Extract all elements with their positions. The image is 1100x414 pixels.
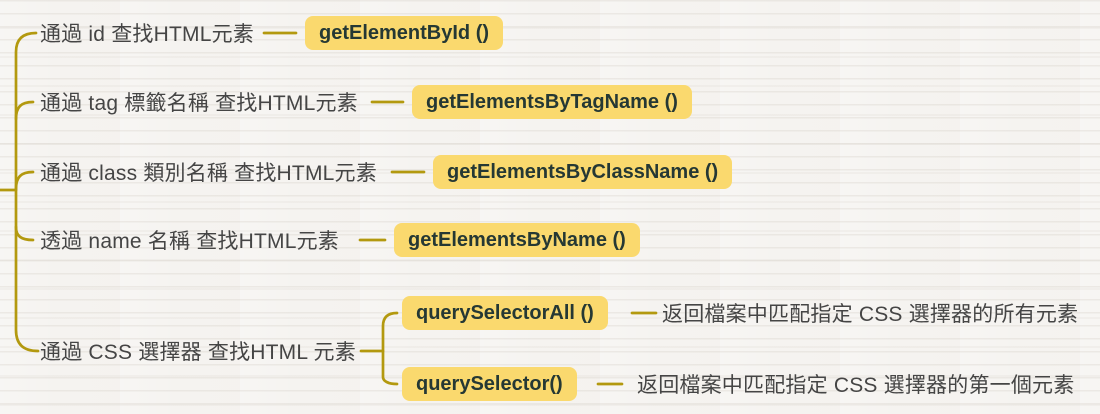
branch-label-class[interactable]: 通過 class 類別名稱 查找HTML元素 [40,162,377,185]
branch-label-id[interactable]: 通過 id 查找HTML元素 [40,23,254,46]
method-chip-get-elements-by-tag-name[interactable]: getElementsByTagName () [412,85,692,119]
method-chip-get-elements-by-class-name[interactable]: getElementsByClassName () [433,155,733,189]
connector-branch-tag [14,100,35,121]
method-chip-query-selector-all[interactable]: querySelectorAll () [402,296,608,330]
branch-label-name[interactable]: 透過 name 名稱 查找HTML元素 [40,230,339,253]
branch-label-css-selector[interactable]: 通過 CSS 選擇器 查找HTML 元素 [40,341,356,364]
description-query-selector[interactable]: 返回檔案中匹配指定 CSS 選擇器的第一個元素 [637,374,1075,397]
method-chip-get-elements-by-name[interactable]: getElementsByName () [394,223,640,257]
connector-branch-name [14,225,35,242]
method-chip-get-element-by-id[interactable]: getElementById () [305,16,504,50]
connector-css-bracket [381,311,399,386]
connector-branch-class [14,170,35,191]
branch-label-tag[interactable]: 通過 tag 標籤名稱 查找HTML元素 [40,92,358,115]
description-query-selector-all[interactable]: 返回檔案中匹配指定 CSS 選擇器的所有元素 [662,303,1079,326]
connector-trunk [14,31,40,353]
method-chip-query-selector[interactable]: querySelector() [402,367,577,401]
